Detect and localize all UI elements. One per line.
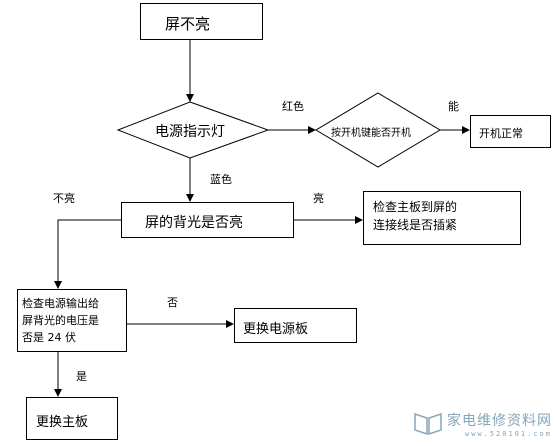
backlight-check-label: 屏的背光是否亮 <box>145 215 243 231</box>
edge-red-label: 红色 <box>282 100 304 113</box>
book-logo-icon <box>414 412 442 436</box>
replace-main-board-box: 更换主板 <box>26 397 118 440</box>
replace-power-board-label: 更换电源板 <box>243 322 309 337</box>
power-indicator-label: 电源指示灯 <box>155 124 225 140</box>
check-voltage-label: 检查电源输出给 屏背光的电压是 否是 24 伏 <box>22 297 99 344</box>
edge-yes-label: 是 <box>76 370 87 383</box>
boot-normal-box: 开机正常 <box>470 115 551 148</box>
check-connection-label: 检查主板到屏的 连接线是否插紧 <box>373 200 458 232</box>
screen-off-label: 屏不亮 <box>165 15 211 33</box>
replace-main-board-label: 更换主板 <box>36 415 89 430</box>
boot-normal-label: 开机正常 <box>479 127 523 140</box>
screen-off-box: 屏不亮 <box>140 3 263 40</box>
watermark: 家电维修资料网 www.520101.com <box>414 410 552 438</box>
arrow-notlit-to-voltage <box>54 219 121 289</box>
backlight-check-box: 屏的背光是否亮 <box>121 202 294 238</box>
watermark-url: www.520101.com <box>464 430 552 438</box>
watermark-text: 家电维修资料网 <box>447 413 552 429</box>
edge-no-label: 否 <box>167 296 178 309</box>
edge-blue-label: 蓝色 <box>210 173 232 186</box>
edge-can-label: 能 <box>448 100 459 113</box>
check-connection-box: 检查主板到屏的 连接线是否插紧 <box>363 191 521 245</box>
replace-power-board-box: 更换电源板 <box>234 308 357 343</box>
power-button-diamond <box>315 92 441 168</box>
power-button-label: 按开机键能否开机 <box>331 128 411 139</box>
edge-not-lit-label: 不亮 <box>53 192 75 205</box>
edge-lit-label: 亮 <box>313 192 324 205</box>
check-voltage-box: 检查电源输出给 屏背光的电压是 否是 24 伏 <box>17 289 127 352</box>
